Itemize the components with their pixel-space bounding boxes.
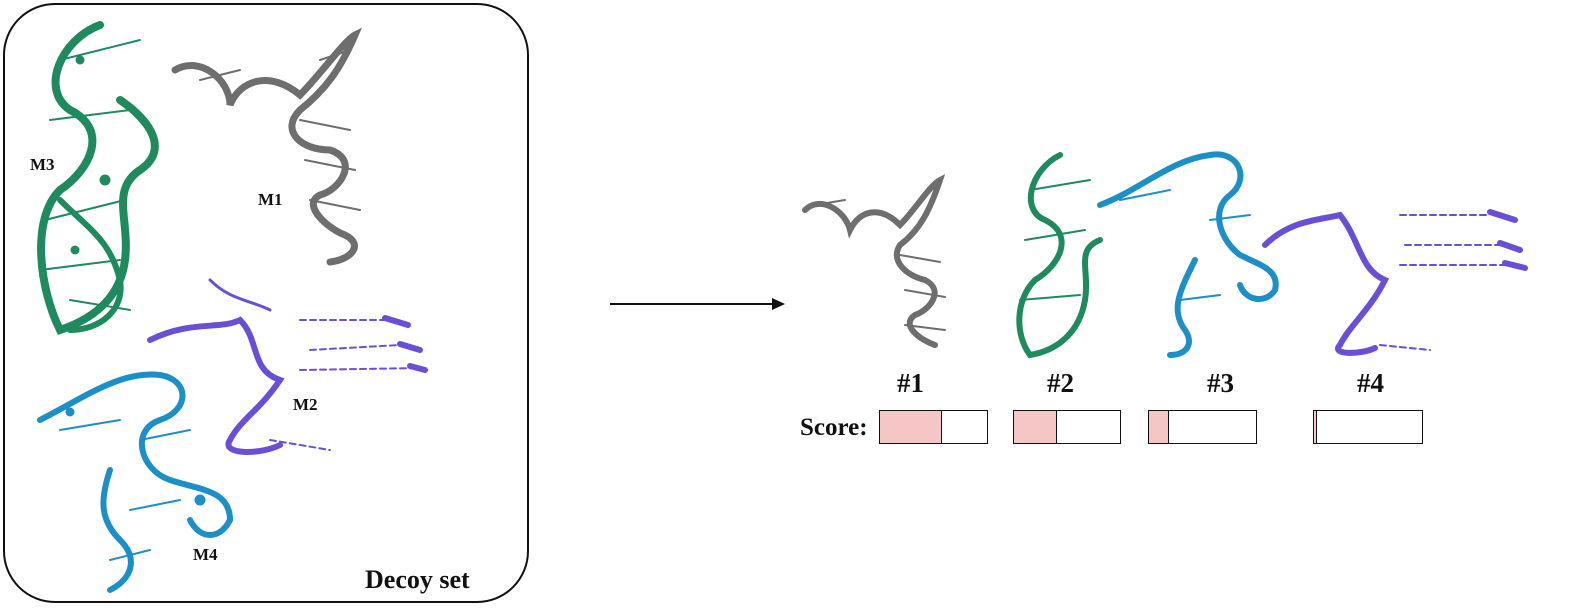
score-bar-1 bbox=[879, 410, 988, 444]
score-bar-4 bbox=[1313, 410, 1423, 444]
score-fill-4 bbox=[1314, 411, 1318, 443]
label-m4: M4 bbox=[193, 545, 218, 564]
structure-m4-decoy bbox=[37, 371, 234, 593]
structure-rank2 bbox=[1016, 152, 1103, 359]
structure-rank1 bbox=[802, 174, 946, 348]
score-fill-2 bbox=[1014, 411, 1058, 443]
structure-rank4 bbox=[1262, 209, 1528, 356]
label-m3: M3 bbox=[30, 155, 55, 174]
structure-m2-decoy bbox=[147, 278, 428, 455]
rank-label-1: #1 bbox=[897, 368, 924, 398]
label-m2: M2 bbox=[293, 395, 318, 414]
score-fill-1 bbox=[880, 411, 942, 443]
structure-m1-decoy bbox=[171, 27, 362, 266]
label-m1: M1 bbox=[258, 190, 283, 209]
rank-label-2: #2 bbox=[1047, 368, 1074, 398]
rank-label-4: #4 bbox=[1357, 368, 1384, 398]
score-bar-2 bbox=[1013, 410, 1121, 444]
structure-m3-decoy bbox=[37, 21, 159, 335]
rank-label-3: #3 bbox=[1207, 368, 1234, 398]
score-fill-3 bbox=[1149, 411, 1170, 443]
decoy-set-title: Decoy set bbox=[365, 565, 470, 594]
structure-rank3 bbox=[1097, 151, 1279, 358]
score-bar-3 bbox=[1148, 410, 1257, 444]
decoy-set-panel bbox=[3, 3, 529, 603]
score-label: Score: bbox=[800, 414, 868, 441]
ranking-arrow bbox=[610, 298, 785, 310]
